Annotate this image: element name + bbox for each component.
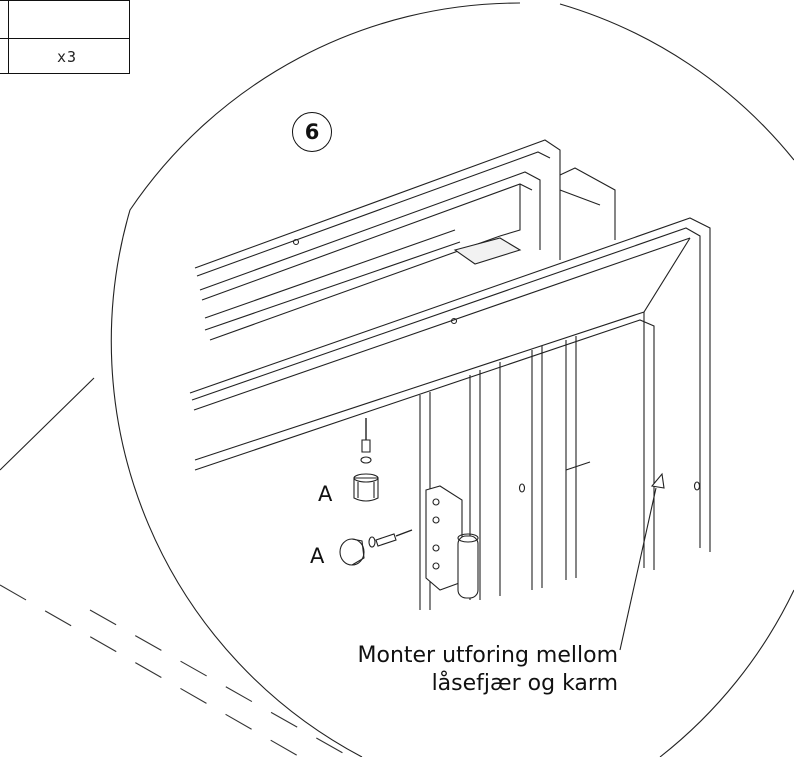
rear-frame xyxy=(194,139,561,341)
dashed-projection-lines xyxy=(0,584,351,757)
screw-cap-bottom xyxy=(339,529,413,566)
wall-block xyxy=(559,167,616,240)
part-a-label-bottom: A xyxy=(310,544,325,568)
parts-table-row-separator xyxy=(0,38,129,39)
step-number-badge: 6 xyxy=(292,112,332,152)
detail-leader-line xyxy=(0,377,95,471)
screw-cap-top xyxy=(353,418,379,502)
instruction-arrow xyxy=(619,472,665,651)
parts-quantity: x3 xyxy=(57,48,78,66)
instruction-note: Monter utforing mellom låsefjær og karm xyxy=(358,642,619,698)
parts-table-divider xyxy=(8,1,10,73)
instruction-line-1: Monter utforing mellom xyxy=(357,643,619,668)
part-a-label-top: A xyxy=(318,482,333,506)
parts-table: x3 xyxy=(0,0,130,74)
hinge xyxy=(425,485,479,599)
detail-magnifier-circle xyxy=(110,2,794,757)
instruction-line-2: låsefjær og karm xyxy=(431,671,618,696)
